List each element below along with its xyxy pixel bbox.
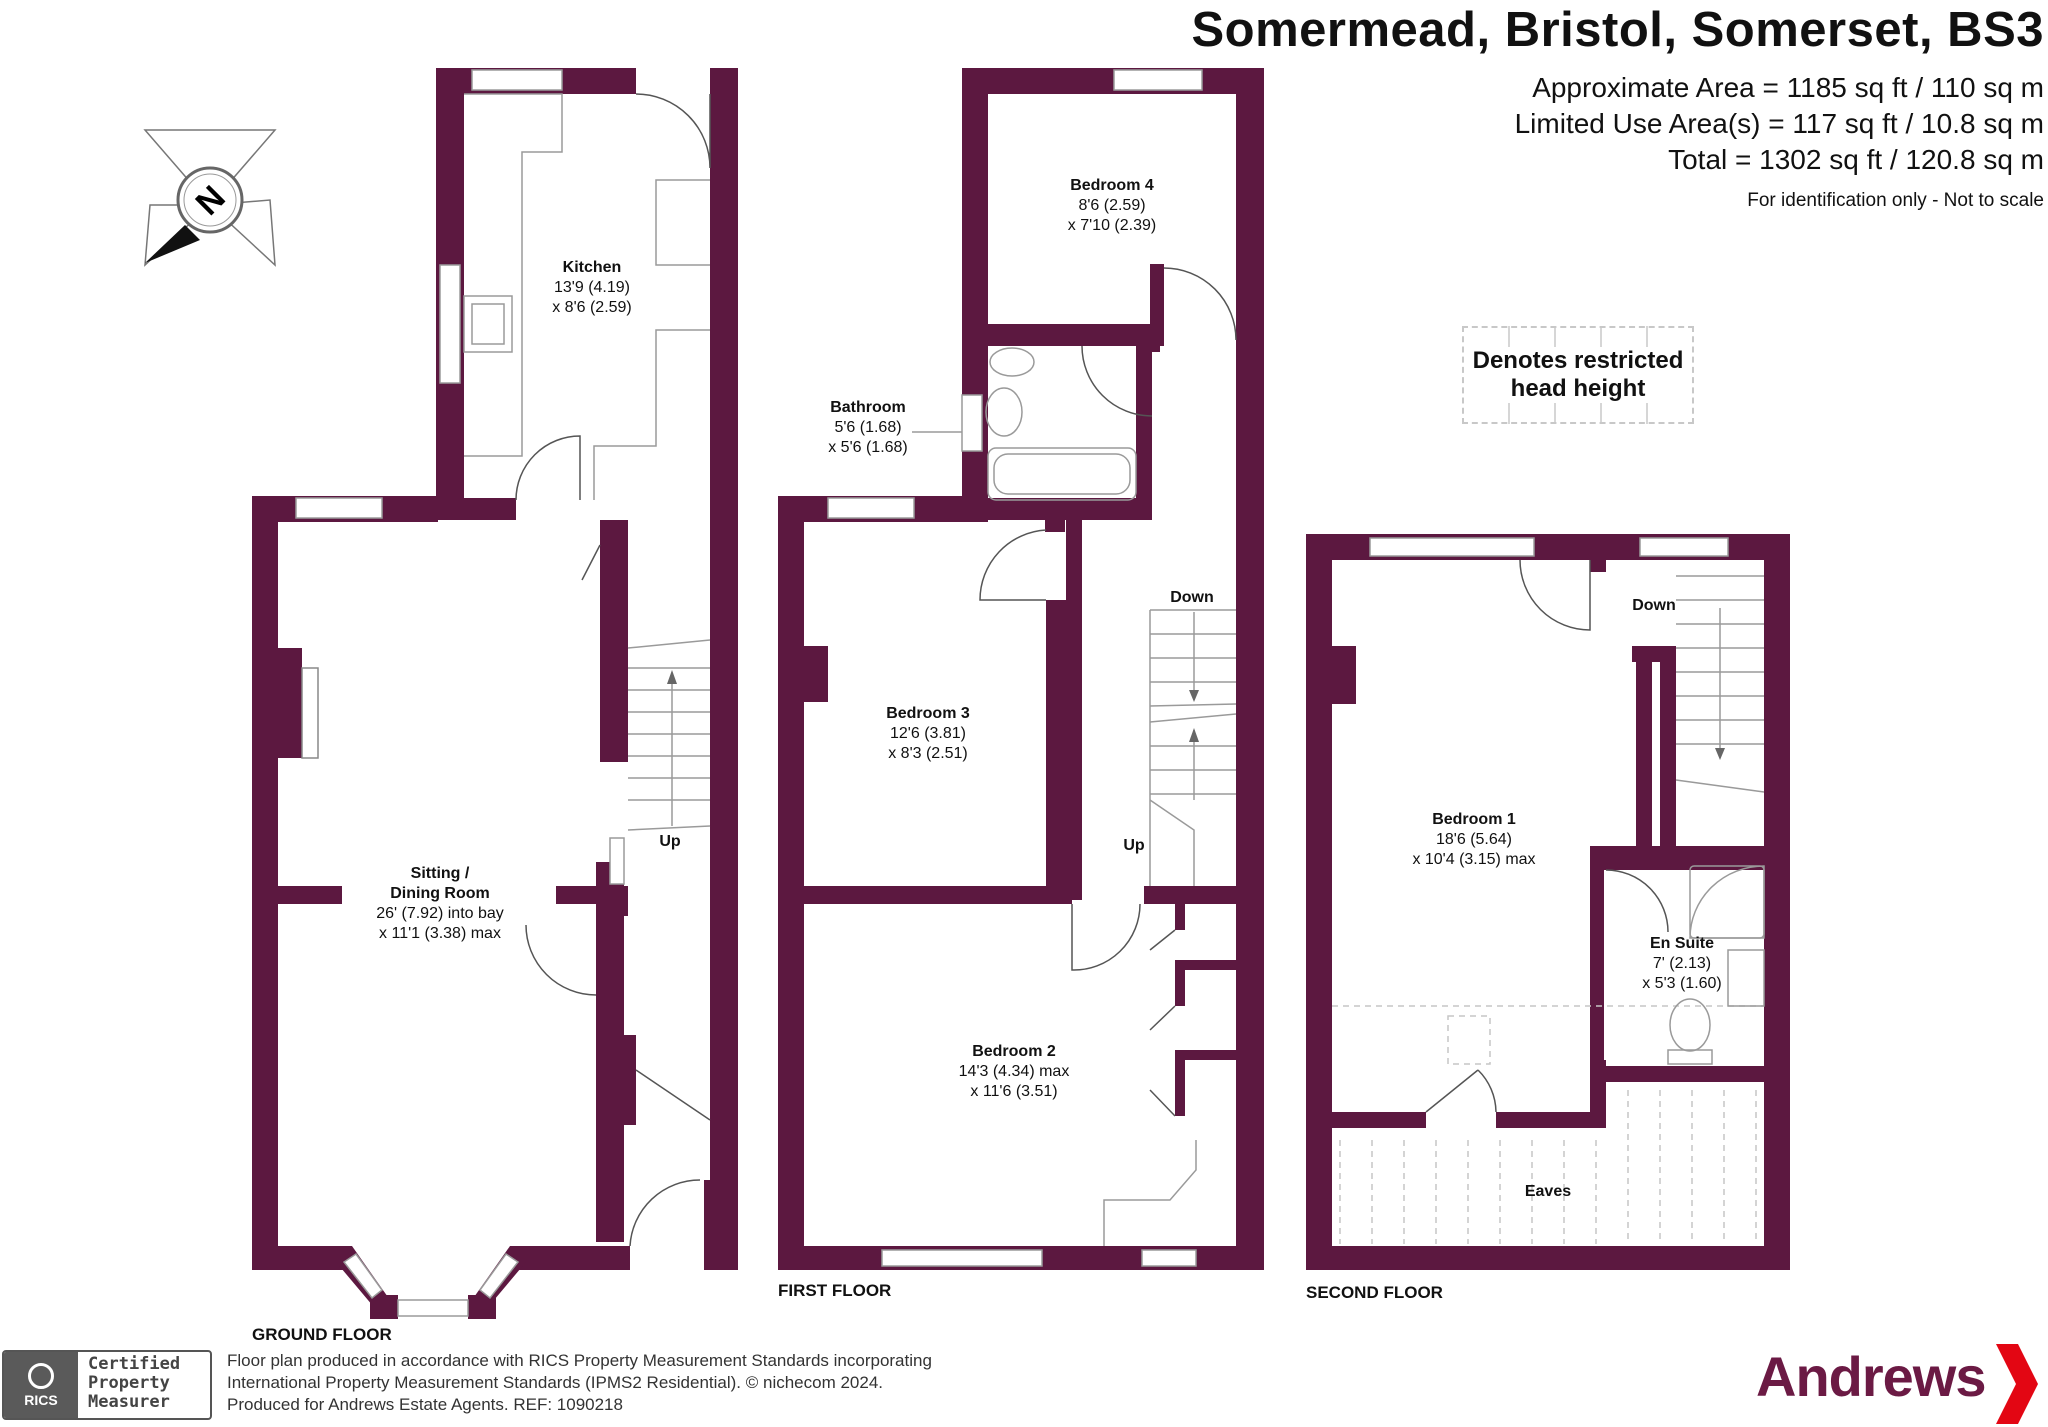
stairs-treads bbox=[628, 667, 710, 826]
basin-icon bbox=[985, 387, 1023, 437]
rics-line-1: Certified bbox=[88, 1354, 181, 1374]
bedroom4-dim-1: 8'6 (2.59) bbox=[1078, 197, 1145, 214]
bedroom2-dim-1: 14'3 (4.34) max bbox=[959, 1063, 1070, 1080]
rics-line-3: Measurer bbox=[88, 1392, 170, 1412]
ground-floor-label: GROUND FLOOR bbox=[252, 1325, 392, 1344]
rics-logo: RICS bbox=[4, 1352, 78, 1418]
bedroom1-name: Bedroom 1 bbox=[1432, 811, 1516, 828]
sitting-room-dim-1: 26' (7.92) into bay bbox=[376, 905, 504, 922]
second-floor-fixtures bbox=[1332, 559, 1765, 1244]
identification-note: For identification only - Not to scale bbox=[1747, 190, 2044, 211]
kitchen-name: Kitchen bbox=[563, 259, 622, 276]
footer-disclaimer: Floor plan produced in accordance with R… bbox=[227, 1350, 932, 1416]
legend-line-2: head height bbox=[1506, 375, 1650, 402]
sitting-room-dim-2: x 11'1 (3.38) max bbox=[379, 925, 501, 942]
legend-text: Denotes restricted head height bbox=[1464, 347, 1692, 403]
ensuite-dim-2: x 5'3 (1.60) bbox=[1642, 975, 1722, 992]
bedroom4-dim-2: x 7'10 (2.39) bbox=[1068, 217, 1156, 234]
approximate-area: Approximate Area = 1185 sq ft / 110 sq m bbox=[1532, 72, 2044, 103]
ensuite-dim-1: 7' (2.13) bbox=[1653, 955, 1711, 972]
skylight-icon bbox=[1447, 1015, 1491, 1065]
rics-line-2: Property bbox=[88, 1373, 170, 1393]
ground-floor-walls bbox=[252, 68, 738, 1319]
bedroom3-name: Bedroom 3 bbox=[886, 705, 970, 722]
sitting-room-label: Sitting / Dining Room 26' (7.92) into ba… bbox=[376, 865, 504, 942]
rics-badge-text: Certified Property Measurer bbox=[78, 1352, 180, 1418]
bedroom1-dim-1: 18'6 (5.64) bbox=[1436, 831, 1512, 848]
second-floor-walls bbox=[1306, 534, 1790, 1270]
sitting-room-name-2: Dining Room bbox=[390, 885, 490, 902]
rics-logo-text: RICS bbox=[24, 1391, 58, 1408]
first-floor-fixtures bbox=[912, 267, 1237, 1246]
rics-certified-badge: RICS Certified Property Measurer bbox=[2, 1350, 212, 1420]
stairs-treads bbox=[1675, 575, 1765, 793]
bedroom1-label: Bedroom 1 18'6 (5.64) x 10'4 (3.15) max bbox=[1412, 811, 1535, 868]
basin-icon bbox=[1727, 949, 1765, 1007]
bedroom2-name: Bedroom 2 bbox=[972, 1043, 1056, 1060]
sitting-room-name-1: Sitting / bbox=[411, 865, 470, 882]
bath-icon bbox=[987, 447, 1137, 501]
eaves-hatching bbox=[1339, 1090, 1757, 1244]
second-stairs-down-label: Down bbox=[1632, 597, 1676, 614]
bedroom4-label: Bedroom 4 8'6 (2.59) x 7'10 (2.39) bbox=[1068, 177, 1156, 234]
second-floor-windows bbox=[1369, 537, 1729, 557]
kitchen-dim-1: 13'9 (4.19) bbox=[554, 279, 630, 296]
limited-use-area: Limited Use Area(s) = 117 sq ft / 10.8 s… bbox=[1514, 108, 2044, 139]
total-area: Total = 1302 sq ft / 120.8 sq m bbox=[1668, 144, 2044, 175]
bathroom-dim-1: 5'6 (1.68) bbox=[834, 419, 901, 436]
second-floor-label: SECOND FLOOR bbox=[1306, 1283, 1443, 1302]
bathroom-dim-2: x 5'6 (1.68) bbox=[828, 439, 908, 456]
ground-stairs-up-label: Up bbox=[659, 833, 681, 850]
shower-icon bbox=[1689, 865, 1765, 939]
footer-line-3: Produced for Andrews Estate Agents. REF:… bbox=[227, 1395, 623, 1414]
toilet-icon bbox=[989, 347, 1035, 377]
first-stairs-down-label: Down bbox=[1170, 589, 1214, 606]
bedroom3-dim-1: 12'6 (3.81) bbox=[890, 725, 966, 742]
footer-line-1: Floor plan produced in accordance with R… bbox=[227, 1351, 932, 1370]
bedroom1-dim-2: x 10'4 (3.15) max bbox=[1412, 851, 1535, 868]
footer-line-2: International Property Measurement Stand… bbox=[227, 1373, 884, 1392]
bedroom3-dim-2: x 8'3 (2.51) bbox=[888, 745, 968, 762]
sink-icon bbox=[463, 295, 513, 353]
ground-floor-fixtures bbox=[463, 93, 711, 1247]
toilet-icon bbox=[1669, 998, 1711, 1052]
bedroom3-label: Bedroom 3 12'6 (3.81) x 8'3 (2.51) bbox=[886, 705, 970, 762]
bedroom2-label: Bedroom 2 14'3 (4.34) max x 11'6 (3.51) bbox=[959, 1043, 1070, 1100]
kitchen-label: Kitchen 13'9 (4.19) x 8'6 (2.59) bbox=[552, 259, 632, 316]
restricted-height-legend: Denotes restricted head height bbox=[1462, 326, 1694, 424]
brand-arrow-icon bbox=[1996, 1344, 2038, 1424]
eaves-label: Eaves bbox=[1525, 1183, 1571, 1200]
stairs-treads bbox=[1149, 609, 1237, 886]
ensuite-name: En Suite bbox=[1650, 935, 1714, 952]
bedroom2-dim-2: x 11'6 (3.51) bbox=[970, 1083, 1057, 1100]
first-stairs-up-label: Up bbox=[1123, 837, 1145, 854]
compass-icon: N bbox=[143, 129, 277, 267]
legend-line-1: Denotes restricted bbox=[1468, 347, 1688, 374]
first-floor-walls bbox=[778, 68, 1264, 1270]
ground-floor-windows bbox=[295, 69, 625, 1317]
first-floor-label: FIRST FLOOR bbox=[778, 1281, 891, 1300]
globe-icon bbox=[28, 1362, 54, 1389]
bathroom-name: Bathroom bbox=[830, 399, 906, 416]
bedroom4-name: Bedroom 4 bbox=[1070, 177, 1154, 194]
kitchen-dim-2: x 8'6 (2.59) bbox=[552, 299, 632, 316]
brand-logo: Andrews bbox=[1756, 1345, 1986, 1408]
ensuite-label: En Suite 7' (2.13) x 5'3 (1.60) bbox=[1642, 935, 1722, 992]
property-title: Somermead, Bristol, Somerset, BS3 bbox=[1191, 3, 2044, 57]
bathroom-label: Bathroom 5'6 (1.68) x 5'6 (1.68) bbox=[828, 399, 908, 456]
first-floor-windows bbox=[827, 69, 1203, 1267]
